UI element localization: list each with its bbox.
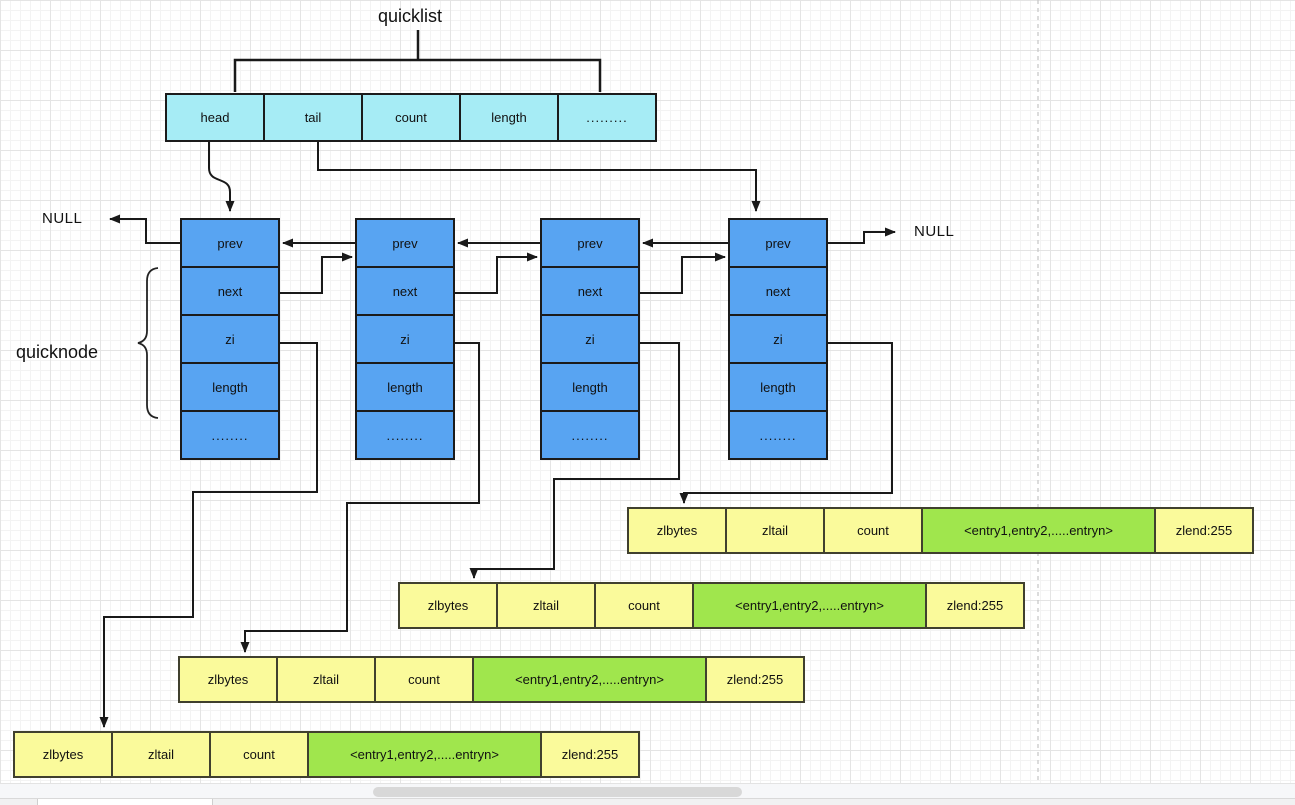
ziplist-2-zlend[interactable]: zlend:255: [925, 582, 1025, 629]
edge-node4-prev-to-null-right[interactable]: [828, 227, 896, 244]
ziplist-1-count[interactable]: count: [823, 507, 923, 554]
active-sheet-tab[interactable]: [37, 799, 213, 805]
ziplist-row-3[interactable]: zlbytes zltail count <entry1,entry2,....…: [178, 656, 805, 703]
header-cell-dots[interactable]: .........: [557, 93, 657, 142]
quicknode-1-prev[interactable]: prev: [180, 218, 280, 268]
quicknode-3-zi[interactable]: zi: [540, 314, 640, 364]
quicknode-3-dots[interactable]: ........: [540, 410, 640, 460]
horizontal-scrollbar[interactable]: [0, 783, 1295, 798]
quicknode-label: quicknode: [16, 342, 99, 362]
quicknode-3[interactable]: prev next zi length ........: [540, 218, 640, 460]
brace-quicknode[interactable]: [137, 267, 159, 419]
quicknode-4-dots[interactable]: ........: [728, 410, 828, 460]
header-cell-length[interactable]: length: [459, 93, 559, 142]
ziplist-row-1[interactable]: zlbytes zltail count <entry1,entry2,....…: [627, 507, 1254, 554]
ziplist-3-zltail[interactable]: zltail: [276, 656, 376, 703]
quicknode-1-zi[interactable]: zi: [180, 314, 280, 364]
quicknode-2-next[interactable]: next: [355, 266, 455, 316]
quicknode-4[interactable]: prev next zi length ........: [728, 218, 828, 460]
scrollbar-thumb[interactable]: [373, 787, 742, 797]
ziplist-4-zlbytes[interactable]: zlbytes: [13, 731, 113, 778]
bottom-tab-bar: [0, 798, 1295, 805]
quicknode-3-length[interactable]: length: [540, 362, 640, 412]
header-cell-count[interactable]: count: [361, 93, 461, 142]
edge-head-to-node1[interactable]: [208, 142, 235, 212]
quicknode-2-prev[interactable]: prev: [355, 218, 455, 268]
null-label-right: NULL: [914, 223, 955, 240]
ziplist-2-zlbytes[interactable]: zlbytes: [398, 582, 498, 629]
edge-node3-next-to-node4[interactable]: [640, 252, 726, 294]
quicknode-1[interactable]: prev next zi length ........: [180, 218, 280, 460]
quicknode-4-next[interactable]: next: [728, 266, 828, 316]
quicknode-2-length[interactable]: length: [355, 362, 455, 412]
ziplist-3-zlend[interactable]: zlend:255: [705, 656, 805, 703]
quicknode-4-prev[interactable]: prev: [728, 218, 828, 268]
ziplist-row-4[interactable]: zlbytes zltail count <entry1,entry2,....…: [13, 731, 640, 778]
header-cell-head[interactable]: head: [165, 93, 265, 142]
null-label-left: NULL: [42, 210, 83, 227]
quicknode-2[interactable]: prev next zi length ........: [355, 218, 455, 460]
quicknode-2-zi[interactable]: zi: [355, 314, 455, 364]
quicklist-header-box[interactable]: head tail count length .........: [165, 93, 657, 142]
quicknode-3-next[interactable]: next: [540, 266, 640, 316]
edge-node1-prev-to-null-left[interactable]: [109, 214, 180, 244]
edge-node2-next-to-node3[interactable]: [455, 252, 538, 294]
quicklist-label: quicklist: [378, 6, 443, 26]
ziplist-3-count[interactable]: count: [374, 656, 474, 703]
quicknode-4-length[interactable]: length: [728, 362, 828, 412]
ziplist-row-2[interactable]: zlbytes zltail count <entry1,entry2,....…: [398, 582, 1025, 629]
drawio-canvas[interactable]: quicklist quicknode NULL NULL head tail …: [0, 0, 1295, 783]
bracket-quicklist[interactable]: [233, 58, 602, 92]
ziplist-3-zlbytes[interactable]: zlbytes: [178, 656, 278, 703]
edge-tail-to-node4[interactable]: [317, 142, 761, 212]
quicknode-1-next[interactable]: next: [180, 266, 280, 316]
ziplist-1-entries[interactable]: <entry1,entry2,.....entryn>: [921, 507, 1156, 554]
header-cell-tail[interactable]: tail: [263, 93, 363, 142]
ziplist-2-entries[interactable]: <entry1,entry2,.....entryn>: [692, 582, 927, 629]
ziplist-2-zltail[interactable]: zltail: [496, 582, 596, 629]
ziplist-4-zltail[interactable]: zltail: [111, 731, 211, 778]
quicknode-1-length[interactable]: length: [180, 362, 280, 412]
quicknode-2-dots[interactable]: ........: [355, 410, 455, 460]
ziplist-1-zlbytes[interactable]: zlbytes: [627, 507, 727, 554]
quicknode-4-zi[interactable]: zi: [728, 314, 828, 364]
ziplist-4-entries[interactable]: <entry1,entry2,.....entryn>: [307, 731, 542, 778]
ziplist-1-zlend[interactable]: zlend:255: [1154, 507, 1254, 554]
ziplist-3-entries[interactable]: <entry1,entry2,.....entryn>: [472, 656, 707, 703]
ziplist-1-zltail[interactable]: zltail: [725, 507, 825, 554]
ziplist-2-count[interactable]: count: [594, 582, 694, 629]
quicknode-3-prev[interactable]: prev: [540, 218, 640, 268]
edge-node1-next-to-node2[interactable]: [280, 252, 353, 294]
ziplist-4-count[interactable]: count: [209, 731, 309, 778]
ziplist-4-zlend[interactable]: zlend:255: [540, 731, 640, 778]
quicknode-1-dots[interactable]: ........: [180, 410, 280, 460]
